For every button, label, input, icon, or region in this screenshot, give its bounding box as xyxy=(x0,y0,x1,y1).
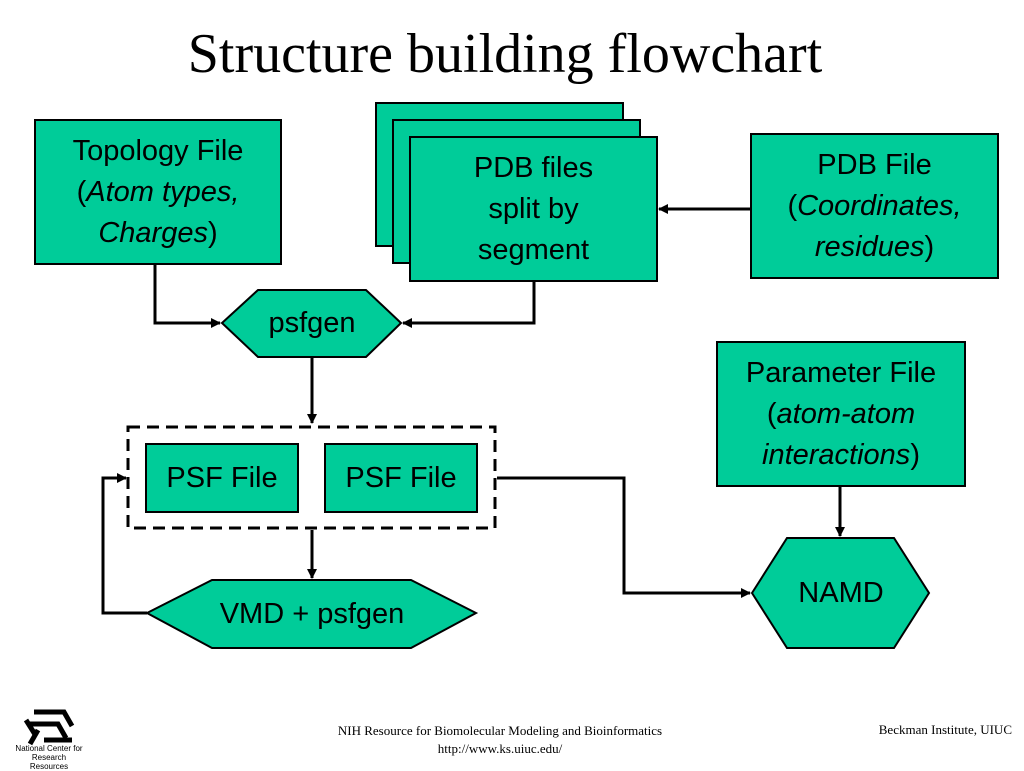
topology-italic-1: Atom types, xyxy=(86,175,240,208)
pdb-file-box: PDB File (Coordinates, residues) xyxy=(750,133,999,279)
psf-file-box-2: PSF File xyxy=(324,443,478,513)
slide-title: Structure building flowchart xyxy=(187,23,823,85)
arrow-pdbsplit-to-psfgen xyxy=(402,280,536,328)
namd-label: NAMD xyxy=(798,576,884,609)
psf-file-box-1: PSF File xyxy=(145,443,299,513)
pdb-split-box: PDB files split by segment xyxy=(409,136,658,282)
psfgen-hexagon xyxy=(220,289,403,358)
namd-hexagon xyxy=(750,537,931,649)
arrow-vmd-to-psfgroup xyxy=(101,473,147,615)
vmd-psfgen-hexagon xyxy=(144,579,479,649)
psf-group-dashed xyxy=(126,425,497,530)
footer-center: NIH Resource for Biomolecular Modeling a… xyxy=(300,722,700,758)
logo-caption: National Center for Research Resources xyxy=(15,744,83,771)
arrow-topology-to-psfgen xyxy=(153,262,221,328)
arrow-psf-to-namd xyxy=(497,476,751,598)
topology-file-box: Topology File (Atom types, Charges) xyxy=(34,119,282,265)
footer-resource-name: NIH Resource for Biomolecular Modeling a… xyxy=(337,723,663,738)
psfgen-label: psfgen xyxy=(268,307,356,339)
topology-label: Topology File xyxy=(72,134,244,167)
parameter-file-box: Parameter File (atom-atom interactions) xyxy=(716,341,966,487)
footer-url: http://www.ks.uiuc.edu/ xyxy=(437,741,563,756)
ncrr-logo-icon xyxy=(23,709,75,746)
topology-italic-2: Charges xyxy=(98,216,208,249)
footer-institute: Beckman Institute, UIUC xyxy=(878,722,1012,737)
vmd-psfgen-label: VMD + psfgen xyxy=(219,597,405,630)
